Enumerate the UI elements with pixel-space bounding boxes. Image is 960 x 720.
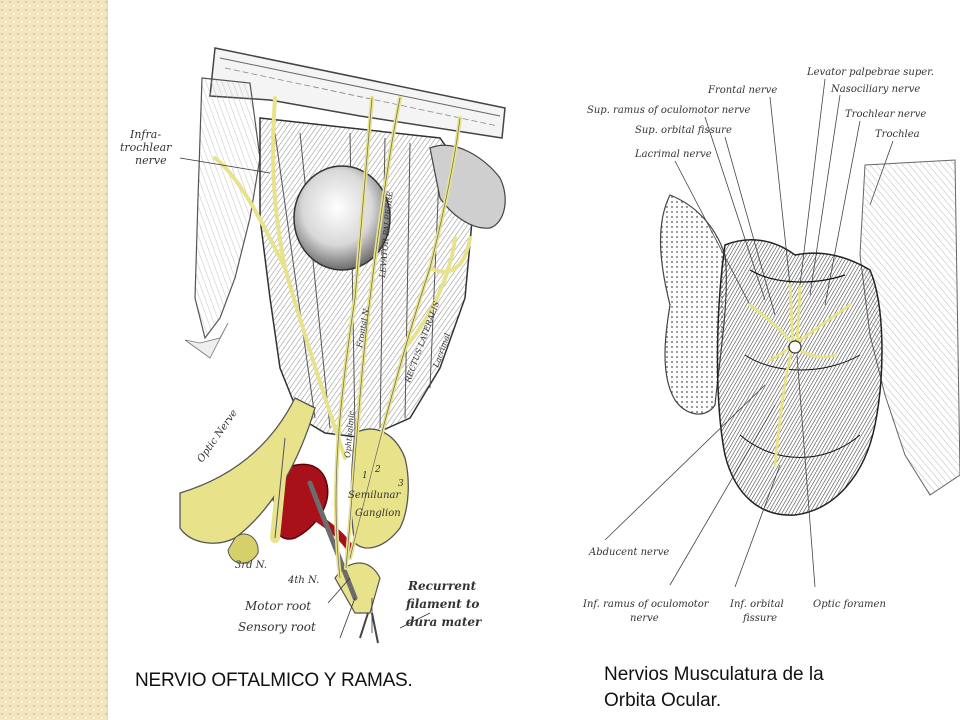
sensory-root-label: Sensory root xyxy=(238,620,316,634)
recurrent-label-2: filament to xyxy=(405,597,479,611)
infratrochlear-label-1: Infra- xyxy=(129,128,161,141)
infratrochlear-label-2: trochlear xyxy=(120,141,172,154)
optic-foramen-label: Optic foramen xyxy=(813,599,886,610)
left-figure-caption: NERVIO OFTALMICO Y RAMAS. xyxy=(135,670,413,691)
inf-ramus-label-2: nerve xyxy=(630,613,659,624)
trochlear-nerve-label: Trochlear nerve xyxy=(845,109,926,120)
ophthalmic-label: Ophthalmic xyxy=(343,410,356,458)
ophthalmic-nerve-illustration: Infra- trochlear nerve Optic Nerve Semil… xyxy=(110,38,520,650)
branch-number-2: 2 xyxy=(374,465,381,475)
nasociliary-label: Nasociliary nerve xyxy=(830,84,920,95)
right-caption-line-1: Nervios Musculatura de la xyxy=(604,664,824,685)
frontal-nerve-label: Frontal nerve xyxy=(707,85,777,96)
trochlea-label: Trochlea xyxy=(875,129,920,140)
sup-ramus-label: Sup. ramus of oculomotor nerve xyxy=(587,105,750,116)
semilunar-label-1: Semilunar xyxy=(348,490,401,501)
fourth-nerve-label: 4th N. xyxy=(287,575,319,586)
orbit-cavity xyxy=(716,239,883,516)
infratrochlear-label-3: nerve xyxy=(135,154,167,167)
lacrimal-nerve-label: Lacrimal nerve xyxy=(634,149,712,160)
optic-nerve-label: Optic Nerve xyxy=(195,408,239,465)
branch-number-1: 1 xyxy=(362,471,368,481)
right-figure-caption: Nervios Musculatura de la Orbita Ocular. xyxy=(604,662,904,714)
lacrimal-gland xyxy=(429,144,506,229)
right-illustration-svg: Frontal nerve Levator palpebrae super. N… xyxy=(582,67,960,624)
recurrent-label-1: Recurrent xyxy=(407,579,477,593)
optic-nerve xyxy=(179,397,316,544)
right-caption-line-2: Orbita Ocular. xyxy=(604,690,722,711)
inf-orbital-label-1: Inf. orbital xyxy=(729,599,784,610)
levator-palpebrae-label: Levator palpebrae super. xyxy=(806,67,934,78)
orbit-nerves-illustration: Frontal nerve Levator palpebrae super. N… xyxy=(575,55,960,640)
left-illustration-svg: Infra- trochlear nerve Optic Nerve Semil… xyxy=(120,47,506,644)
recurrent-label-3: dura mater xyxy=(406,615,483,629)
abducent-nerve-label: Abducent nerve xyxy=(588,547,669,558)
semilunar-label-2: Ganglion xyxy=(355,508,401,519)
decorative-side-band xyxy=(0,0,108,720)
optic-foramen-mark xyxy=(788,340,802,354)
sup-orbital-fissure-label: Sup. orbital fissure xyxy=(635,125,732,136)
branch-number-3: 3 xyxy=(398,479,404,489)
inf-ramus-label-1: Inf. ramus of oculomotor xyxy=(582,599,710,610)
motor-root-label: Motor root xyxy=(244,599,311,613)
medial-orbital-wall xyxy=(194,77,261,340)
inf-orbital-label-2: fissure xyxy=(742,613,777,624)
third-nerve-label: 3rd N. xyxy=(235,560,267,571)
orbital-bone-lateral xyxy=(659,194,727,415)
